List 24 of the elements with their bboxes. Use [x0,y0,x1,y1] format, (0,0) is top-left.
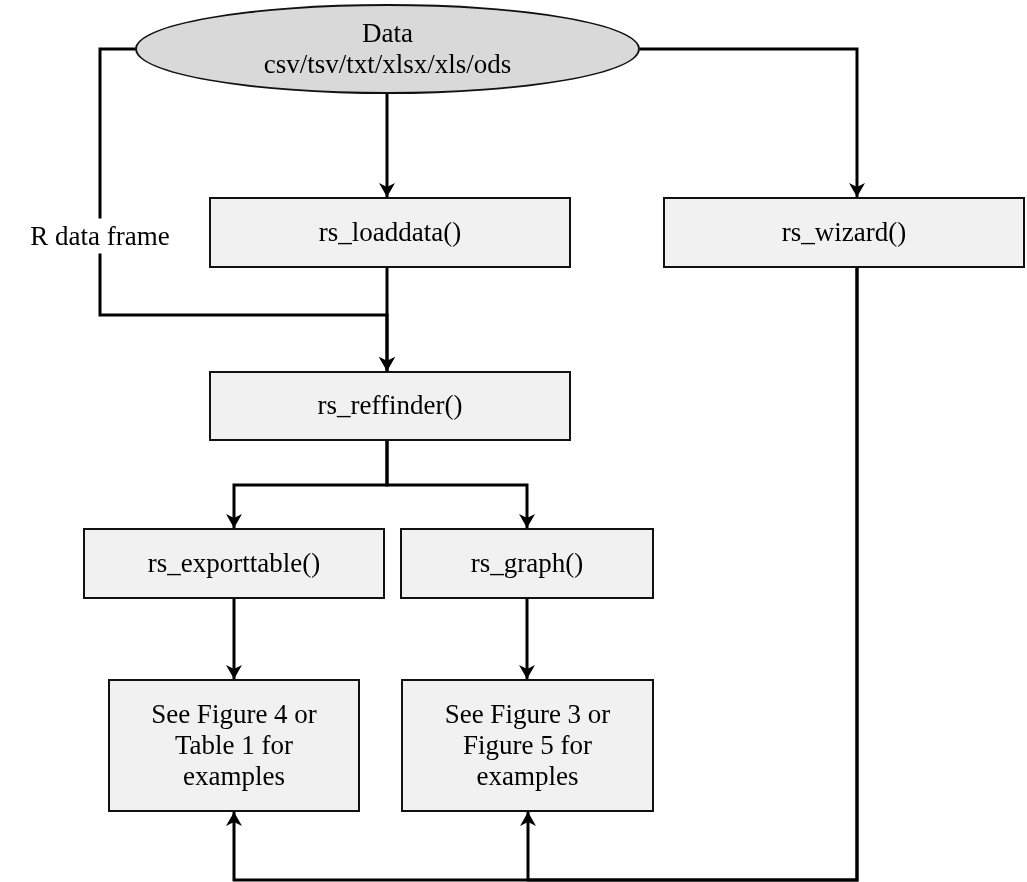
arrow [379,94,395,197]
node-label: Data [362,17,413,49]
process-box [209,371,571,441]
process-box [108,679,360,812]
node-label: See Figure 4 or Table 1 for examples [150,698,318,793]
node-label: rs_wizard() [781,216,907,248]
edge-label: R data frame [30,218,170,254]
arrow [520,268,859,882]
arrow [226,599,242,679]
node-label: rs_loaddata() [318,216,462,248]
process-box [400,528,654,599]
process-box [663,197,1025,268]
arrow [640,47,865,197]
process-box [401,679,654,812]
node-label: See Figure 3 or Figure 5 for examples [443,698,612,793]
arrow [379,268,395,371]
process-box [83,528,385,599]
node-label: rs_reffinder() [317,390,463,422]
node-label: rs_exporttable() [147,547,321,579]
arrow [519,599,535,679]
process-box [209,197,571,268]
arrow [385,441,535,528]
node-subtitle: csv/tsv/txt/xlsx/xls/ods [263,49,512,81]
node-label: rs_graph() [470,547,584,579]
